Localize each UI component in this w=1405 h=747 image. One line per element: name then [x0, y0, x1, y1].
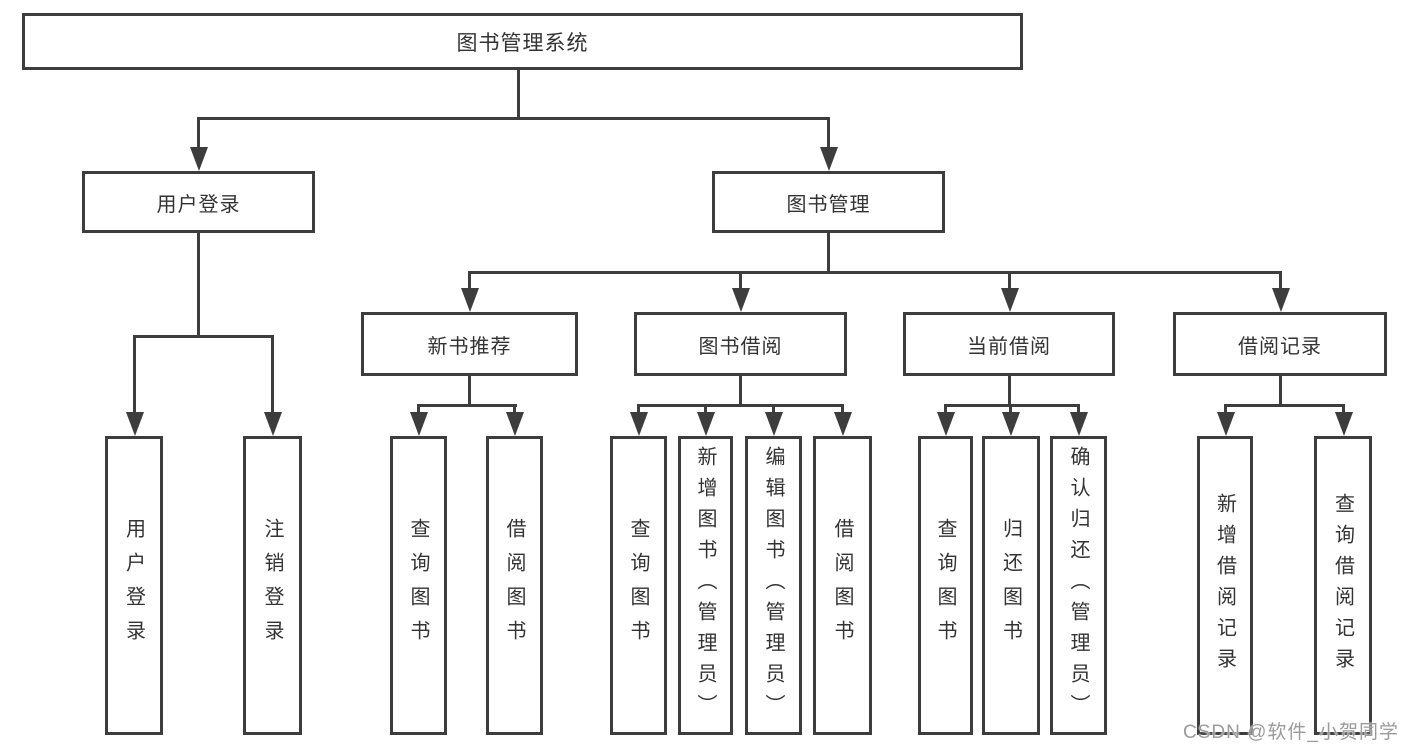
node-borrowing-records: 借阅记录	[1173, 312, 1387, 376]
arrowhead-a1	[125, 412, 144, 436]
node-new-book-recommend-label: 新书推荐	[427, 335, 512, 358]
node-current-borrowing-label: 当前借阅	[967, 335, 1051, 358]
connector-d1-v	[944, 404, 947, 416]
arrowhead-c3	[764, 412, 783, 436]
leaf-confirm-return-admin-label: 确认归还（管理员）	[1067, 446, 1089, 725]
arrowhead-l3-3	[1271, 288, 1290, 312]
arrowhead-l3-2	[1000, 288, 1019, 312]
connector-userlogin-h	[133, 335, 274, 338]
connector-newbook-h	[417, 404, 517, 407]
arrowhead-userlogin	[189, 147, 208, 171]
arrowhead-e2	[1334, 412, 1353, 436]
arrowhead-c2	[696, 412, 715, 436]
node-borrowing-records-label: 借阅记录	[1238, 335, 1322, 358]
node-library-system: 图书管理系统	[22, 13, 1023, 70]
connector-d2-v	[1009, 404, 1012, 416]
leaf-borrowing-query-book: 查询图书	[610, 436, 667, 735]
connector-top-h	[197, 117, 830, 120]
leaf-edit-book-admin: 编辑图书（管理员）	[745, 436, 802, 735]
connector-d3-v	[1077, 404, 1080, 416]
node-user-login: 用户登录	[82, 171, 315, 233]
leaf-add-book-admin: 新增图书（管理员）	[678, 436, 733, 735]
arrowhead-bookmgmt	[819, 147, 838, 171]
connector-userlogin-stem	[197, 233, 200, 337]
connector-e2-v	[1342, 404, 1345, 416]
leaf-logout: 注销登录	[243, 436, 302, 735]
node-user-login-label: 用户登录	[156, 193, 241, 216]
leaf-newrec-borrow-book: 借阅图书	[486, 436, 543, 735]
node-new-book-recommend: 新书推荐	[361, 312, 578, 376]
arrowhead-l3-1	[731, 288, 750, 312]
leaf-return-book: 归还图书	[982, 436, 1040, 735]
connector-current-h	[944, 404, 1080, 407]
connector-l3-3-v	[1279, 271, 1282, 291]
arrowhead-e1	[1216, 412, 1235, 436]
leaf-user-login: 用户登录	[105, 436, 163, 735]
leaf-add-borrow-record: 新增借阅记录	[1197, 436, 1253, 735]
leaf-current-query-book: 查询图书	[918, 436, 973, 735]
connector-l3-2-v	[1008, 271, 1011, 291]
connector-root-stem	[517, 69, 520, 119]
leaf-add-borrow-record-label: 新增借阅记录	[1213, 492, 1236, 679]
connector-borrow-stem	[739, 376, 742, 407]
arrowhead-d1	[936, 412, 955, 436]
csdn-watermark: CSDN @软件_小贺同学	[1183, 722, 1399, 743]
leaf-newrec-borrow-book-label: 借阅图书	[503, 517, 525, 654]
connector-a1-v	[133, 335, 136, 415]
arrowhead-c1	[629, 412, 648, 436]
node-book-borrowing-label: 图书借阅	[698, 335, 783, 358]
connector-l3-1-v	[739, 271, 742, 291]
connector-top-right-v	[827, 117, 830, 149]
connector-top-left-v	[197, 117, 200, 149]
leaf-borrow-book-label: 借阅图书	[831, 517, 853, 654]
leaf-add-book-admin-label: 新增图书（管理员）	[694, 446, 716, 725]
leaf-query-borrow-record: 查询借阅记录	[1314, 436, 1372, 735]
node-current-borrowing: 当前借阅	[903, 312, 1115, 376]
leaf-edit-book-admin-label: 编辑图书（管理员）	[762, 446, 784, 725]
node-book-borrowing: 图书借阅	[634, 312, 847, 376]
connector-l3-0-v	[468, 271, 471, 291]
leaf-borrow-book: 借阅图书	[813, 436, 872, 735]
connector-b2-v	[513, 404, 516, 416]
arrowhead-c4	[833, 412, 852, 436]
arrowhead-b1	[409, 412, 428, 436]
connector-record-h	[1224, 404, 1345, 407]
connector-a2-v	[271, 335, 274, 415]
connector-record-stem	[1279, 376, 1282, 407]
leaf-logout-label: 注销登录	[261, 517, 283, 654]
leaf-borrowing-query-book-label: 查询图书	[627, 517, 649, 654]
arrowhead-a2	[263, 412, 282, 436]
node-book-management-label: 图书管理	[786, 193, 871, 216]
leaf-current-query-book-label: 查询图书	[934, 517, 956, 654]
arrowhead-l3-0	[460, 288, 479, 312]
connector-borrow-h	[637, 404, 844, 407]
connector-newbook-stem	[468, 376, 471, 407]
connector-c2-v	[704, 404, 707, 416]
leaf-query-borrow-record-label: 查询借阅记录	[1331, 492, 1354, 679]
connector-bookmgmt-h	[468, 271, 1282, 274]
leaf-return-book-label: 归还图书	[999, 517, 1022, 654]
arrowhead-d3	[1069, 412, 1088, 436]
node-book-management: 图书管理	[712, 171, 945, 233]
leaf-newrec-query-book: 查询图书	[390, 436, 447, 735]
leaf-confirm-return-admin: 确认归还（管理员）	[1050, 436, 1107, 735]
connector-bookmgmt-stem	[827, 233, 830, 273]
connector-b1-v	[417, 404, 420, 416]
node-library-system-label: 图书管理系统	[456, 31, 589, 55]
arrowhead-d2	[1001, 412, 1020, 436]
connector-c3-v	[772, 404, 775, 416]
connector-c4-v	[841, 404, 844, 416]
leaf-newrec-query-book-label: 查询图书	[407, 517, 429, 654]
connector-e1-v	[1224, 404, 1227, 416]
connector-current-stem	[1008, 376, 1011, 407]
arrowhead-b2	[505, 412, 524, 436]
leaf-user-login-label: 用户登录	[122, 517, 145, 654]
connector-c1-v	[637, 404, 640, 416]
